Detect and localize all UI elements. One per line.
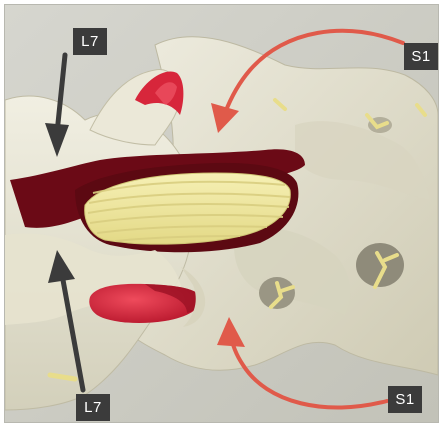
label-s1-top: S1 [404, 43, 438, 70]
spine-3d-render [5, 5, 438, 422]
label-l7-top: L7 [73, 28, 107, 55]
label-l7-bottom: L7 [76, 394, 110, 421]
anatomy-illustration: L7 L7 S1 S1 [4, 4, 439, 423]
label-s1-bottom: S1 [388, 386, 422, 413]
